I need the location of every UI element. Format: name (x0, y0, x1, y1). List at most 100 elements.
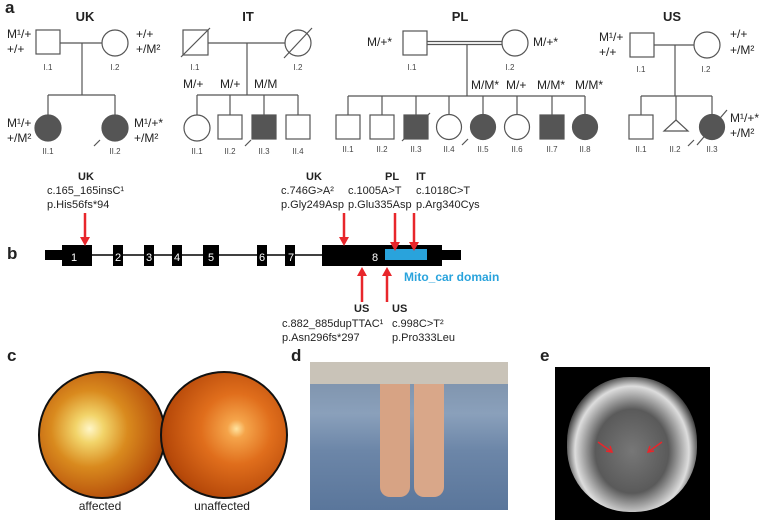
individual-id: II.2 (376, 145, 388, 154)
pedigree-us (628, 31, 728, 147)
genotype: M¹/+* (134, 116, 164, 130)
individual-id: II.4 (443, 145, 455, 154)
mutation-cdna: c.1005A>T (348, 185, 402, 197)
exon-number: 1 (70, 252, 78, 264)
leg-photo (310, 362, 508, 510)
genotype: M/+ (506, 78, 527, 92)
individual-id: II.1 (42, 147, 54, 156)
mutation-protein: p.Arg340Cys (416, 199, 480, 211)
mutation-protein: p.Gly249Asp (281, 199, 344, 211)
family-label-pl: PL (451, 9, 469, 24)
individual-id: I.2 (505, 63, 515, 72)
individual-id: I.2 (110, 63, 120, 72)
individual-id: I.1 (190, 63, 200, 72)
fundus-photo-unaffected (160, 371, 288, 499)
exon-number: 2 (114, 252, 122, 264)
genotype: +/+ (730, 27, 748, 41)
panel-label-a: a (5, 0, 15, 17)
genotype: +/M² (730, 126, 755, 140)
family-label-us: US (662, 9, 682, 24)
genotype: +/M² (7, 131, 32, 145)
mutation-cdna: c.165_165insC¹ (47, 185, 125, 197)
individual-id: II.1 (342, 145, 354, 154)
pedigree-pl (335, 29, 599, 146)
exon-number: 4 (173, 252, 181, 264)
exon-number: 5 (207, 252, 215, 264)
individual-id: II.2 (224, 147, 236, 156)
mutation-arrows (80, 213, 419, 302)
genotype: M¹/+ (7, 116, 32, 130)
genotype: +/M² (730, 43, 755, 57)
mri-scan (555, 367, 710, 520)
exon-number: 6 (258, 252, 266, 264)
mutation-protein: p.Glu335Asp (348, 199, 412, 211)
mutation-cdna: c.746G>A² (281, 185, 334, 197)
genotype: +/+ (7, 42, 25, 56)
individual-id: II.6 (511, 145, 523, 154)
genotype: +/+ (136, 27, 154, 41)
genotype: M/+ (220, 77, 241, 91)
individual-id: II.1 (635, 145, 647, 154)
mito-car-domain (385, 249, 427, 260)
individual-id: II.7 (546, 145, 558, 154)
individual-id: I.1 (43, 63, 53, 72)
genotype: M/+* (533, 35, 559, 49)
individual-id: II.8 (579, 145, 591, 154)
gene-structure (45, 245, 461, 266)
caption-unaffected: unaffected (194, 499, 250, 513)
exon-2 (113, 245, 123, 266)
mutation-protein: p.His56fs*94 (47, 199, 110, 211)
genotype: M/+* (367, 35, 393, 49)
pedigree-uk (34, 29, 129, 147)
genotype: M/M* (537, 78, 565, 92)
exon-6 (257, 245, 267, 266)
pedigree-it (180, 27, 313, 147)
mutation-protein: p.Asn296fs*297 (282, 332, 360, 344)
individual-id: II.3 (410, 145, 422, 154)
exon-number: 3 (145, 252, 153, 264)
genotype: M¹/+ (7, 27, 32, 41)
individual-id: I.1 (636, 65, 646, 74)
mutation-family: US (392, 303, 408, 315)
individual-id: II.5 (477, 145, 489, 154)
exon-5 (203, 245, 219, 266)
mutation-cdna: c.1018C>T (416, 185, 471, 197)
genotype: +/M² (136, 42, 161, 56)
mutation-family: UK (78, 171, 94, 183)
panel-label-d: d (291, 346, 302, 365)
exon-1 (62, 245, 92, 266)
fundus-photo-affected (38, 371, 166, 499)
panel-label-b: b (7, 244, 18, 263)
mutation-family: PL (385, 171, 400, 183)
individual-id: I.2 (293, 63, 303, 72)
panel-label-e: e (540, 346, 550, 365)
individual-id: II.2 (109, 147, 121, 156)
exon-3 (144, 245, 154, 266)
mutation-family: IT (416, 171, 426, 183)
individual-id: II.3 (706, 145, 718, 154)
domain-label: Mito_car domain (404, 270, 500, 284)
family-label-uk: UK (75, 9, 95, 24)
genotype: M¹/+* (730, 111, 760, 125)
genotype: +/+ (599, 45, 617, 59)
genotype: M/M* (471, 78, 499, 92)
exon-number: 7 (287, 252, 295, 264)
mutation-family: US (354, 303, 370, 315)
genotype: M/M (254, 77, 278, 91)
mutation-cdna: c.998C>T² (392, 318, 444, 330)
individual-id: I.2 (701, 65, 711, 74)
individual-id: II.1 (191, 147, 203, 156)
exon-number: 8 (371, 252, 379, 264)
genotype: M/M* (575, 78, 603, 92)
individual-id: II.3 (258, 147, 270, 156)
family-label-it: IT (242, 9, 254, 24)
individual-id: II.2 (669, 145, 681, 154)
mutation-protein: p.Pro333Leu (392, 332, 455, 344)
mutation-family: UK (306, 171, 322, 183)
exon-4 (172, 245, 182, 266)
individual-id: II.4 (292, 147, 304, 156)
genotype: +/M² (134, 131, 159, 145)
